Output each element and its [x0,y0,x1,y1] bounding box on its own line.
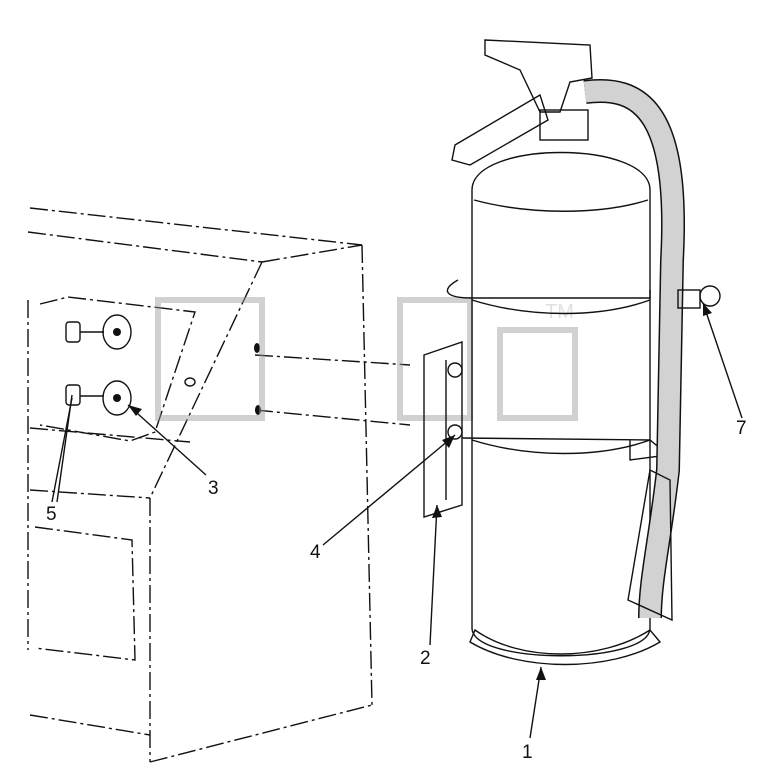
callout-1: 1 [522,742,533,763]
nut-washer-lower [65,380,132,416]
mounting-bracket [423,341,463,518]
watermark-trademark: TM [545,301,574,323]
callout-5: 5 [46,504,57,525]
leader-lines [51,302,743,739]
nut-washer-upper [65,314,132,350]
watermark: TM [155,297,578,421]
callout-7: 7 [736,418,747,439]
callout-3: 3 [208,478,219,499]
callout-2: 2 [420,648,431,669]
cabinet [27,207,411,763]
callout-4: 4 [310,542,321,563]
extinguisher [446,39,721,666]
callouts: 1 2 3 4 5 7 [46,418,747,763]
